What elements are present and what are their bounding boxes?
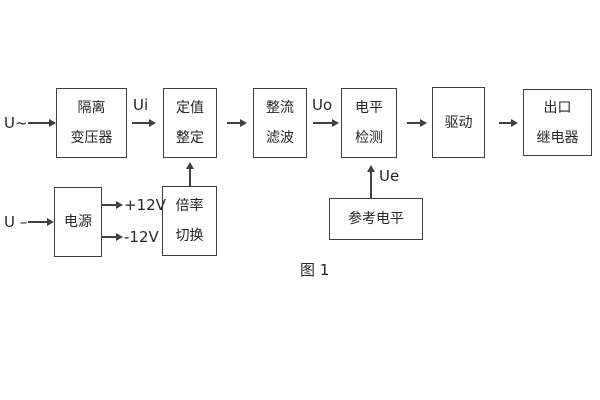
arrow-ac-input-to-isolation [28, 119, 56, 127]
arrow-shaft [227, 122, 241, 124]
arrow-head-icon [367, 165, 375, 172]
arrow-shaft [407, 122, 421, 124]
arrow-head-icon [240, 119, 247, 127]
label-signal-uo: Uo [312, 96, 333, 114]
arrow-setting-to-rectifier [227, 119, 247, 127]
arrow-shaft [132, 122, 150, 124]
arrow-power-neg-rail [102, 233, 123, 241]
block-label-line: 整定 [176, 130, 204, 146]
block-label-line: 检测 [355, 130, 383, 146]
arrow-level-to-drive [407, 119, 427, 127]
arrow-shaft [28, 122, 50, 124]
block-label-line: 变压器 [70, 130, 113, 146]
block-label-line: 出口 [543, 99, 572, 116]
block-level-detect: 电平 检测 [341, 88, 397, 158]
label-ac-input: U~ [4, 114, 28, 132]
block-label-line: 倍率 [175, 198, 204, 214]
arrow-shaft [370, 171, 372, 198]
label-neg-12v-rail: -12V [124, 228, 159, 246]
arrow-head-icon [49, 119, 56, 127]
label-pos-12v-rail: +12V [124, 196, 166, 214]
arrow-ratio-to-setting [186, 162, 194, 186]
block-setpoint-adjust: 定值 整定 [163, 88, 217, 158]
label-signal-ue: Ue [379, 167, 400, 185]
arrow-shaft [102, 236, 117, 238]
arrow-shaft [28, 221, 48, 223]
arrow-drive-to-output [499, 119, 518, 127]
block-label-line: 切换 [175, 228, 204, 244]
arrow-head-icon [116, 201, 123, 209]
arrow-head-icon [332, 119, 339, 127]
block-label-line: 电源 [64, 214, 92, 230]
block-rectifier-filter: 整流 滤波 [253, 88, 307, 158]
arrow-shaft [102, 204, 117, 206]
label-signal-ui: Ui [133, 96, 149, 114]
arrow-shaft [499, 122, 512, 124]
block-label-line: 电平 [355, 100, 383, 116]
arrow-head-icon [420, 119, 427, 127]
block-label-line: 继电器 [536, 129, 579, 146]
block-label-line: 滤波 [266, 130, 294, 146]
block-label-line: 整流 [266, 100, 294, 116]
block-label-line: 驱动 [444, 114, 473, 131]
block-ratio-switch: 倍率 切换 [162, 186, 217, 256]
arrow-head-icon [186, 162, 194, 169]
block-driver: 驱动 [432, 87, 485, 158]
arrow-rectifier-to-level [313, 119, 339, 127]
block-power-supply: 电源 [54, 187, 102, 257]
block-label-line: 隔离 [77, 100, 106, 116]
block-output-relay: 出口 继电器 [523, 89, 592, 156]
label-dc-input: U – [4, 213, 28, 231]
arrow-shaft [313, 122, 333, 124]
block-reference-level: 参考电平 [329, 198, 423, 240]
figure-caption: 图 1 [300, 261, 330, 279]
block-label-line: 定值 [176, 100, 204, 116]
arrow-head-icon [149, 119, 156, 127]
arrow-dc-input-to-power [28, 218, 54, 226]
arrow-head-icon [511, 119, 518, 127]
block-label-line: 参考电平 [348, 211, 404, 227]
block-isolation-transformer: 隔离 变压器 [56, 88, 127, 158]
arrow-head-icon [116, 233, 123, 241]
arrow-head-icon [47, 218, 54, 226]
arrow-reference-to-level [367, 165, 375, 198]
arrow-power-pos-rail [102, 201, 123, 209]
arrow-shaft [189, 168, 191, 186]
arrow-isolation-to-setting [132, 119, 156, 127]
